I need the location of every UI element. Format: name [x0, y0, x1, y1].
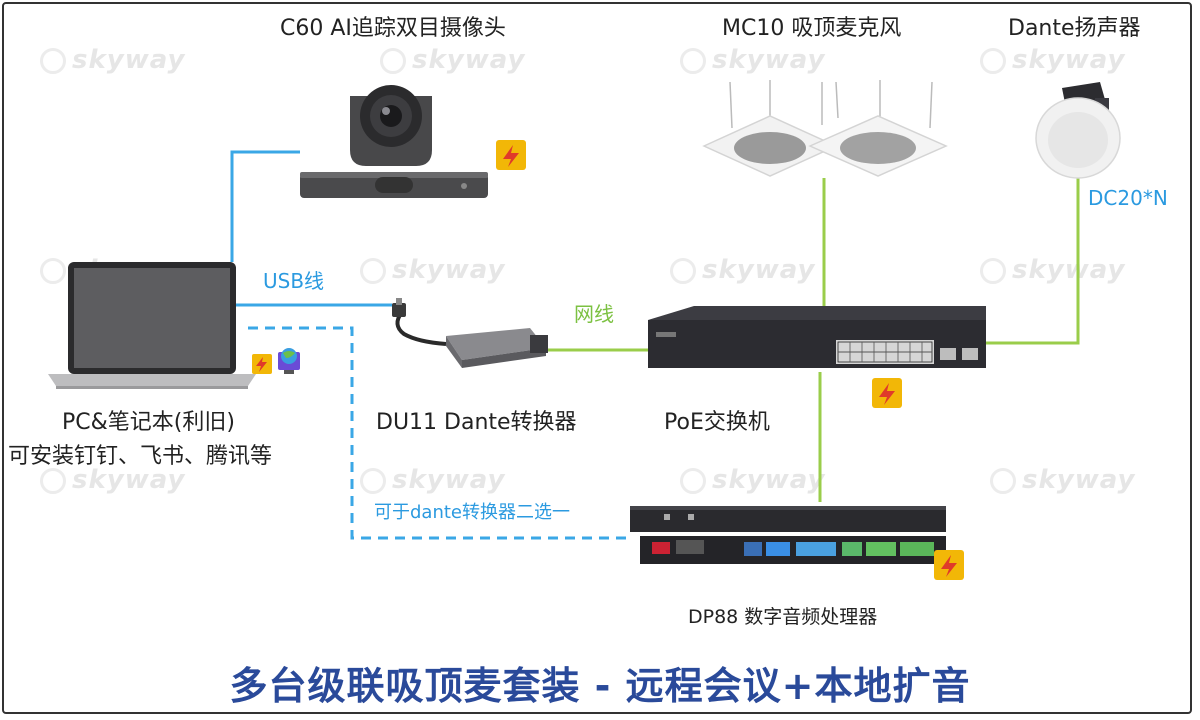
- laptop-subtitle: 可安装钉钉、飞书、腾讯等: [8, 444, 273, 469]
- poe-switch-device: [648, 306, 986, 368]
- alternative-connection-label: 可于dante转换器二选一: [374, 502, 570, 523]
- warning-icon: [934, 550, 964, 580]
- usb-alternative-dashed-cable: [248, 326, 628, 540]
- converter-title: DU11 Dante转换器: [376, 410, 577, 435]
- network-cable-label: 网线: [574, 302, 614, 326]
- watermark: skyway: [40, 465, 185, 495]
- warning-icon: [496, 140, 526, 170]
- speaker-title: Dante扬声器: [1008, 16, 1141, 41]
- switch-title: PoE交换机: [664, 410, 770, 435]
- main-title: 多台级联吸顶麦套装 - 远程会议+本地扩音: [229, 664, 971, 708]
- usb-cable-label: USB线: [263, 269, 325, 293]
- watermark: skyway: [380, 45, 525, 75]
- watermark: skyway: [680, 465, 825, 495]
- ceiling-microphone-device: [702, 80, 948, 177]
- network-globe-icon: [278, 348, 300, 374]
- watermark: skyway: [360, 255, 505, 285]
- watermark: skyway: [670, 255, 815, 285]
- dante-converter-device: [392, 298, 548, 368]
- watermark: skyway: [360, 465, 505, 495]
- watermark: skyway: [40, 45, 185, 75]
- watermark: skyway: [680, 45, 825, 75]
- processor-title: DP88 数字音频处理器: [688, 606, 878, 628]
- camera-device: [300, 85, 488, 198]
- microphone-title: MC10 吸顶麦克风: [722, 16, 902, 41]
- laptop-device: [48, 262, 256, 389]
- watermark: skyway: [980, 255, 1125, 285]
- dante-speaker-device: [1035, 82, 1121, 179]
- laptop-title: PC&笔记本(利旧): [62, 410, 235, 435]
- usb-cable-camera: [230, 150, 300, 262]
- network-cable-speaker-switch: [986, 178, 1080, 345]
- watermark: skyway: [990, 465, 1135, 495]
- camera-title: C60 AI追踪双目摄像头: [280, 16, 506, 41]
- warning-icon: [252, 354, 272, 374]
- watermark: skyway: [980, 45, 1125, 75]
- audio-processor-device: [630, 506, 946, 564]
- warning-icon: [872, 378, 902, 408]
- dc20-cable-label: DC20*N: [1088, 186, 1168, 210]
